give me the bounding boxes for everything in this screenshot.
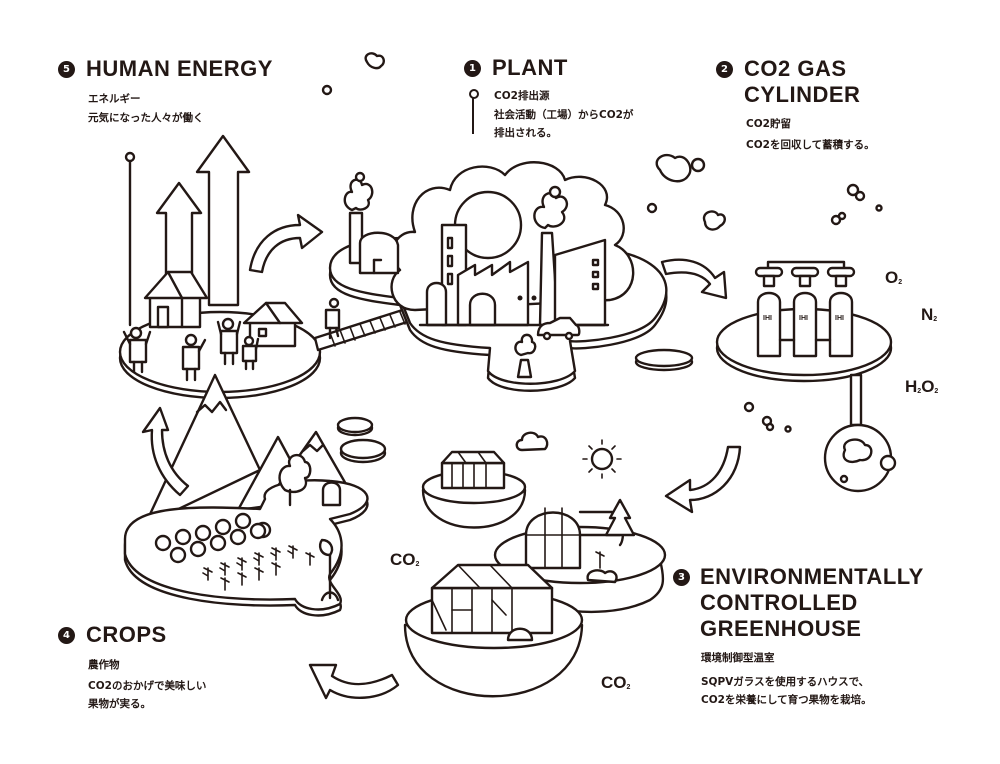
walking-person-icon — [326, 299, 339, 338]
pin-line — [472, 98, 474, 134]
cycle-arrow-icon — [662, 260, 726, 298]
up-arrow-icon — [197, 136, 249, 305]
tree-icon — [280, 455, 311, 505]
gas-cylinder: IHI — [828, 268, 854, 356]
person-icon — [183, 335, 205, 380]
sprout-rows — [203, 546, 314, 590]
cycle-arrow-icon — [666, 447, 740, 512]
section-description-line1: CO2のおかげで美味しい — [88, 680, 207, 692]
section-title-line2: CONTROLLED — [700, 590, 858, 615]
cycle-arrow-icon — [143, 408, 188, 495]
section-title-line2: CYLINDER — [744, 82, 861, 107]
cylinder-island: IHI IHI IHI — [717, 262, 895, 491]
section-title: PLANT — [492, 55, 568, 80]
cycle-arrow-icon — [250, 215, 322, 272]
child-icon — [243, 337, 258, 369]
co2-bubbles — [323, 53, 882, 431]
pine-tree-icon — [606, 500, 634, 535]
car-icon — [538, 318, 579, 339]
person-icon — [218, 319, 240, 364]
section-subtitle: エネルギー — [88, 93, 141, 105]
crops-island — [125, 375, 367, 615]
formula-co2: CO2 — [601, 673, 631, 692]
section-subtitle: 環境制御型温室 — [701, 652, 775, 664]
section-description: 元気になった人々が働く — [88, 112, 204, 124]
section-description-line1: 社会活動（工場）からCO2が — [494, 109, 634, 121]
section-title: CROPS — [86, 622, 167, 647]
greenhouse-icon — [442, 452, 504, 488]
section-title-line3: GREENHOUSE — [700, 616, 862, 641]
formula-o2: O2 — [885, 268, 903, 287]
step-badge: 2 — [716, 61, 733, 78]
step-badge: 4 — [58, 627, 75, 644]
section-description-line2: 果物が実る。 — [88, 698, 151, 710]
pin-icon — [469, 89, 479, 99]
section-subtitle: 農作物 — [88, 659, 120, 671]
section-title-line1: ENVIRONMENTALLY — [700, 564, 924, 589]
cylinder-label: IHI — [763, 315, 772, 322]
section-description-line2: 排出される。 — [494, 127, 557, 139]
section-subtitle: CO2貯留 — [746, 118, 791, 130]
step-badge: 3 — [673, 569, 690, 586]
cylinder-label: IHI — [835, 315, 844, 322]
section-subtitle: CO2排出源 — [494, 90, 550, 102]
section-description: CO2を回収して蓄積する。 — [746, 139, 875, 151]
cylinder-label: IHI — [799, 315, 808, 322]
greenhouse-icon — [432, 565, 552, 633]
fruit-cluster — [156, 514, 270, 562]
step-badge: 1 — [464, 60, 481, 77]
sun-icon — [583, 440, 621, 478]
section-description-line2: CO2を栄養にして育つ果物を栽培。 — [701, 694, 872, 706]
formula-h2o2: H2O2 — [905, 377, 939, 396]
gas-cylinder: IHI — [792, 268, 818, 356]
plant-island — [330, 162, 666, 390]
greenhouse-icon — [526, 508, 623, 568]
greenhouse-islands — [405, 452, 665, 696]
section-title-line1: CO2 GAS — [744, 56, 847, 81]
formula-co2: CO2 — [390, 550, 420, 569]
step-badge: 5 — [58, 61, 75, 78]
cycle-arrow-icon — [310, 665, 398, 698]
formula-n2: N2 — [921, 305, 938, 324]
house-icon — [145, 272, 207, 327]
section-title: HUMAN ENERGY — [86, 56, 273, 81]
gas-cylinder: IHI — [756, 268, 782, 356]
section-description-line1: SQPVガラスを使用するハウスで、 — [701, 676, 870, 688]
human-energy-island — [120, 136, 320, 398]
person-icon — [124, 328, 150, 372]
